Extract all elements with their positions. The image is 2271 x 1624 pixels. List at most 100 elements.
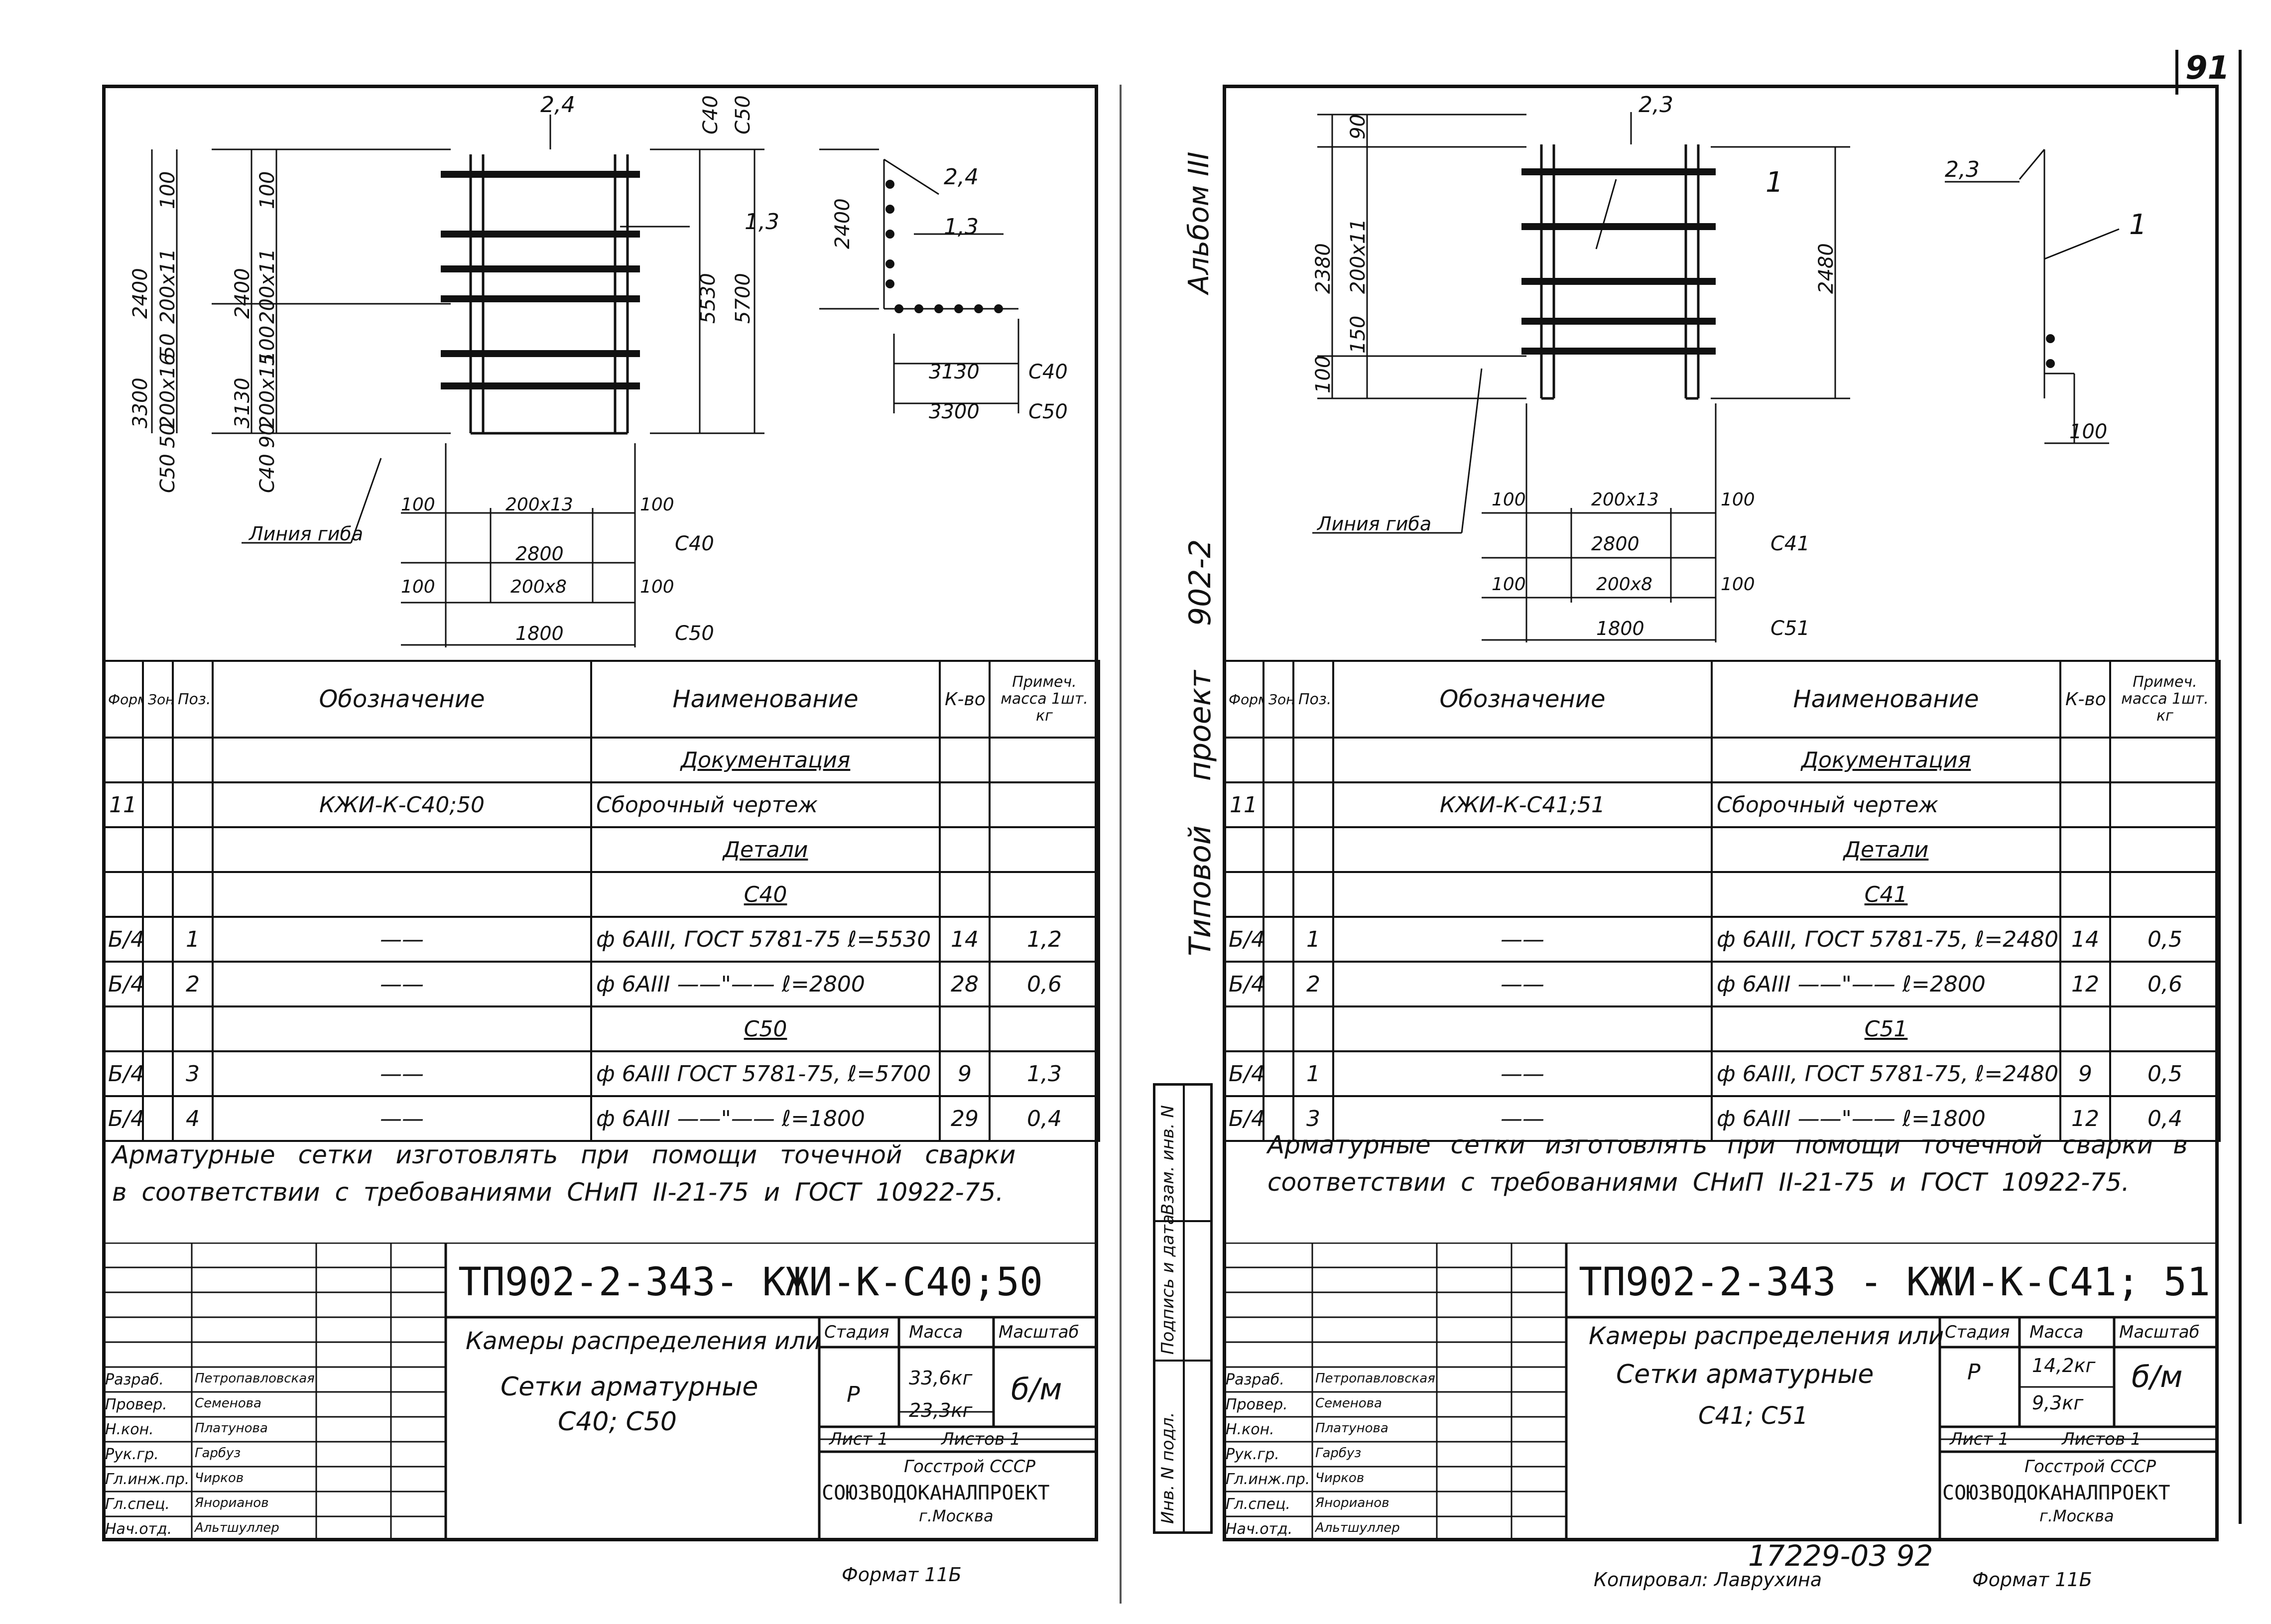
signature-role: Нач.отд.: [1226, 1520, 1293, 1538]
row-qty-text: 9: [2078, 1061, 2092, 1087]
r-profile-1: 1: [2129, 209, 2147, 241]
row-format-text: Б/4: [1229, 971, 1263, 997]
left-title-2: Сетки арматурные: [501, 1372, 758, 1402]
row-name-text: С41: [1864, 881, 1908, 907]
dim-l-c50: С50: [156, 454, 179, 493]
row-format: Б/4: [1223, 1050, 1264, 1097]
row-format: Б/4: [102, 1095, 144, 1142]
row-zone: [142, 961, 174, 1007]
row-designation-text: КЖИ-К-С41;51: [1439, 792, 1606, 818]
row-qty: [2059, 737, 2111, 783]
row-name: С40: [590, 871, 941, 918]
hdr-zone: Зона: [142, 660, 174, 739]
center-fold: [1120, 85, 1122, 1604]
row-zone: [142, 781, 174, 828]
signature-role: Гл.инж.пр.: [1226, 1471, 1310, 1488]
row-name: Сборочный чертеж: [1711, 781, 2061, 828]
row-pos: [172, 1005, 214, 1052]
r-hdr-name: Наименование: [1711, 660, 2061, 739]
row-qty: [939, 781, 991, 828]
row-name: Детали: [590, 826, 941, 873]
row-qty-text: 9: [958, 1061, 972, 1087]
left-stage: Р: [847, 1382, 860, 1407]
signature-name: Чирков: [1315, 1471, 1365, 1486]
r-hdr-format: Формат: [1223, 660, 1264, 739]
row-designation: КЖИ-К-С41;51: [1332, 781, 1713, 828]
row-designation-text: ——: [1501, 926, 1544, 952]
table-row: С41: [1223, 871, 2221, 918]
right-format: Формат 11Б: [1972, 1569, 2092, 1591]
signature-name: Янорианов: [195, 1496, 269, 1510]
row-pos: [172, 826, 214, 873]
signature-name: Гарбуз: [1315, 1446, 1362, 1461]
left-mass-1: 33,6кг: [909, 1367, 973, 1389]
row-designation-text: ——: [380, 926, 424, 952]
dim-b-100b: 100: [640, 495, 674, 515]
table-row: Детали: [102, 826, 1100, 873]
signature-role: Гл.инж.пр.: [105, 1471, 190, 1488]
right-mass-1: 14,2кг: [2032, 1355, 2096, 1376]
row-name: Сборочный чертеж: [590, 781, 941, 828]
right-stage: Р: [1967, 1360, 1981, 1385]
row-note: 0,5: [2109, 1050, 2221, 1097]
row-note: 1,3: [989, 1050, 1100, 1097]
row-format: 11: [102, 781, 144, 828]
row-designation-text: ——: [1501, 971, 1544, 997]
row-pos: 2: [1292, 961, 1334, 1007]
r-dim-b-1800: 1800: [1596, 618, 1644, 639]
right-stage-label: Стадия: [1945, 1322, 2010, 1342]
row-format: [102, 826, 144, 873]
signature-name: Платунова: [195, 1421, 268, 1436]
row-note: [989, 737, 1100, 783]
row-format: [1223, 1005, 1264, 1052]
dim-b-200x13: 200x13: [505, 495, 573, 515]
row-format-text: Б/4: [1229, 1106, 1263, 1131]
row-name: Документация: [1711, 737, 2061, 783]
signature-name: Альтшуллер: [195, 1520, 279, 1535]
row-designation-text: ——: [380, 1106, 424, 1131]
signature-name: Альтшуллер: [1315, 1520, 1400, 1535]
left-org-1: Госстрой СССР: [904, 1457, 1035, 1477]
row-pos: [1292, 1005, 1334, 1052]
row-zone: [142, 1050, 174, 1097]
row-pos: 1: [1292, 1050, 1334, 1097]
hdr-designation: Обозначение: [212, 660, 592, 739]
left-scale: б/м: [1011, 1372, 1062, 1407]
r-dim-l-150: 150: [1347, 316, 1370, 354]
row-pos: [172, 781, 214, 828]
row-name-text: ф 6АIII, ГОСТ 5781-75, ℓ=2480: [1717, 1061, 2059, 1087]
row-name-text: Детали: [1843, 837, 1929, 863]
album-label: Альбом III: [1183, 151, 1215, 294]
row-pos-text: 1: [1306, 926, 1320, 952]
r-dim-l-90: 90: [1347, 114, 1370, 139]
row-pos: [1292, 781, 1334, 828]
row-zone: [1262, 961, 1294, 1007]
r-bend-line-label: Линия гиба: [1316, 513, 1431, 535]
row-designation: ——: [212, 1050, 592, 1097]
row-format-text: 11: [109, 792, 137, 818]
stamp-inv-podl: Инв. N подл.: [1158, 1412, 1178, 1524]
r-profile-100: 100: [2069, 420, 2107, 443]
row-pos: [1292, 826, 1334, 873]
left-sheets-total: Листов 1: [941, 1429, 1021, 1449]
row-qty: 29: [939, 1095, 991, 1142]
dim-b-200x8: 200x8: [510, 577, 567, 597]
row-pos: 4: [172, 1095, 214, 1142]
r-dim-b-100d: 100: [1721, 574, 1755, 595]
left-drawing: 2,4 1,3 2,4 1,3 3130 С40 3300 С50 Линия …: [129, 92, 1068, 647]
dim-l-c40: С40: [256, 454, 279, 493]
row-designation: [212, 871, 592, 918]
row-qty-text: 29: [951, 1106, 979, 1131]
row-note-text: 0,4: [2147, 1106, 2182, 1131]
signature-role: Разраб.: [1226, 1371, 1284, 1388]
row-format-text: Б/4: [108, 1061, 143, 1087]
signature-role: Гл.спец.: [105, 1496, 170, 1513]
row-format: Б/4: [102, 961, 144, 1007]
right-table-header: Формат Зона Поз. Обозначение Наименовани…: [1223, 660, 2221, 739]
row-pos: [1292, 737, 1334, 783]
right-doc-code: ТП902-2-343 - КЖИ-К-С41; 51: [1579, 1260, 2210, 1305]
